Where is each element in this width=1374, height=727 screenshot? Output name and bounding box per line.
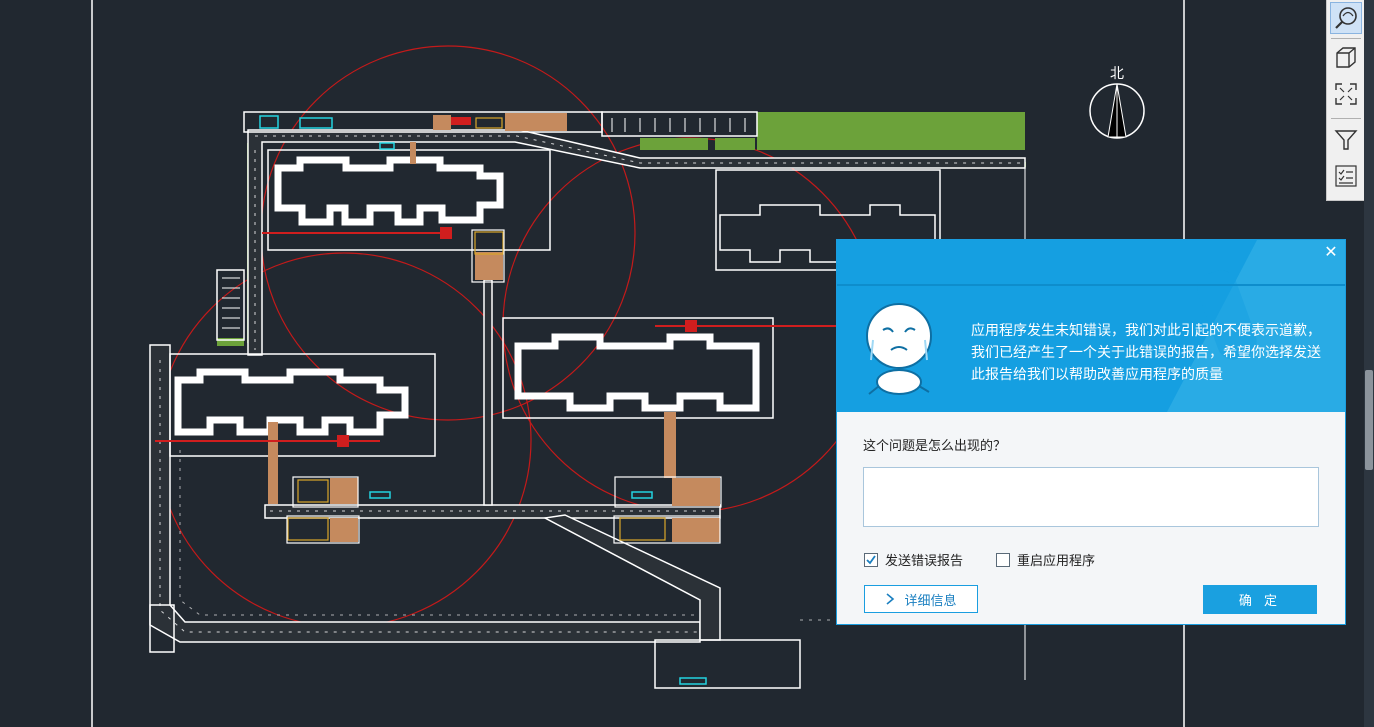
- chevron-right-icon: [886, 593, 895, 605]
- filter-button[interactable]: [1330, 124, 1362, 156]
- problem-description-input[interactable]: [863, 467, 1319, 527]
- buildings: [174, 156, 760, 436]
- zoom-extents-button[interactable]: [1330, 78, 1362, 110]
- restart-app-option[interactable]: 重启应用程序: [996, 550, 1095, 569]
- view-cube-icon: [1336, 47, 1356, 68]
- compass-label: 北: [1110, 66, 1124, 82]
- vertical-scrollbar[interactable]: [1364, 0, 1374, 727]
- zoom-extents-icon: [1335, 83, 1357, 105]
- send-report-option[interactable]: 发送错误报告: [864, 550, 963, 569]
- header-decoration: [1167, 240, 1345, 412]
- building-outlines: [149, 111, 941, 689]
- north-compass-icon: [1089, 83, 1145, 139]
- question-label: 这个问题是怎么出现的？: [863, 439, 1007, 454]
- checkmark-icon: [866, 554, 876, 564]
- orbit-button[interactable]: [1330, 2, 1362, 34]
- details-label: 详细信息: [904, 593, 957, 609]
- error-report-dialog: ✕ 应用程序发生未知错误，我们对此引起的不便表示道歉，我们已经产生了一个关于此错…: [836, 239, 1346, 625]
- view-cube-button[interactable]: [1330, 42, 1362, 74]
- restart-app-label: 重启应用程序: [1017, 554, 1096, 569]
- details-button[interactable]: 详细信息: [864, 585, 978, 613]
- orbit-icon: [1335, 7, 1357, 29]
- close-button[interactable]: ✕: [1324, 242, 1338, 261]
- ok-button[interactable]: 确 定: [1203, 585, 1317, 614]
- error-message: 应用程序发生未知错误，我们对此引起的不便表示道歉，我们已经产生了一个关于此错误的…: [971, 323, 1321, 383]
- room-outlines: [286, 229, 722, 544]
- checklist-button[interactable]: [1330, 160, 1362, 192]
- crying-mascot-icon: [866, 303, 932, 395]
- roads: [149, 129, 1026, 643]
- yellow-details: [287, 117, 666, 541]
- send-report-label: 发送错误报告: [885, 554, 964, 569]
- navigation-toolbar: [1326, 0, 1365, 201]
- dialog-header: ✕ 应用程序发生未知错误，我们对此引起的不便表示道歉，我们已经产生了一个关于此错…: [837, 240, 1345, 412]
- brown-blocks: [268, 113, 720, 542]
- restart-app-checkbox[interactable]: [996, 552, 1010, 567]
- parking-bays: [222, 118, 746, 329]
- filter-icon: [1334, 130, 1358, 150]
- road-dashes: [159, 135, 1025, 633]
- send-report-checkbox[interactable]: [864, 552, 878, 567]
- checklist-icon: [1335, 165, 1357, 187]
- cyan-details: [259, 115, 707, 685]
- scrollbar-thumb[interactable]: [1365, 370, 1373, 470]
- red-pipes: [155, 117, 836, 447]
